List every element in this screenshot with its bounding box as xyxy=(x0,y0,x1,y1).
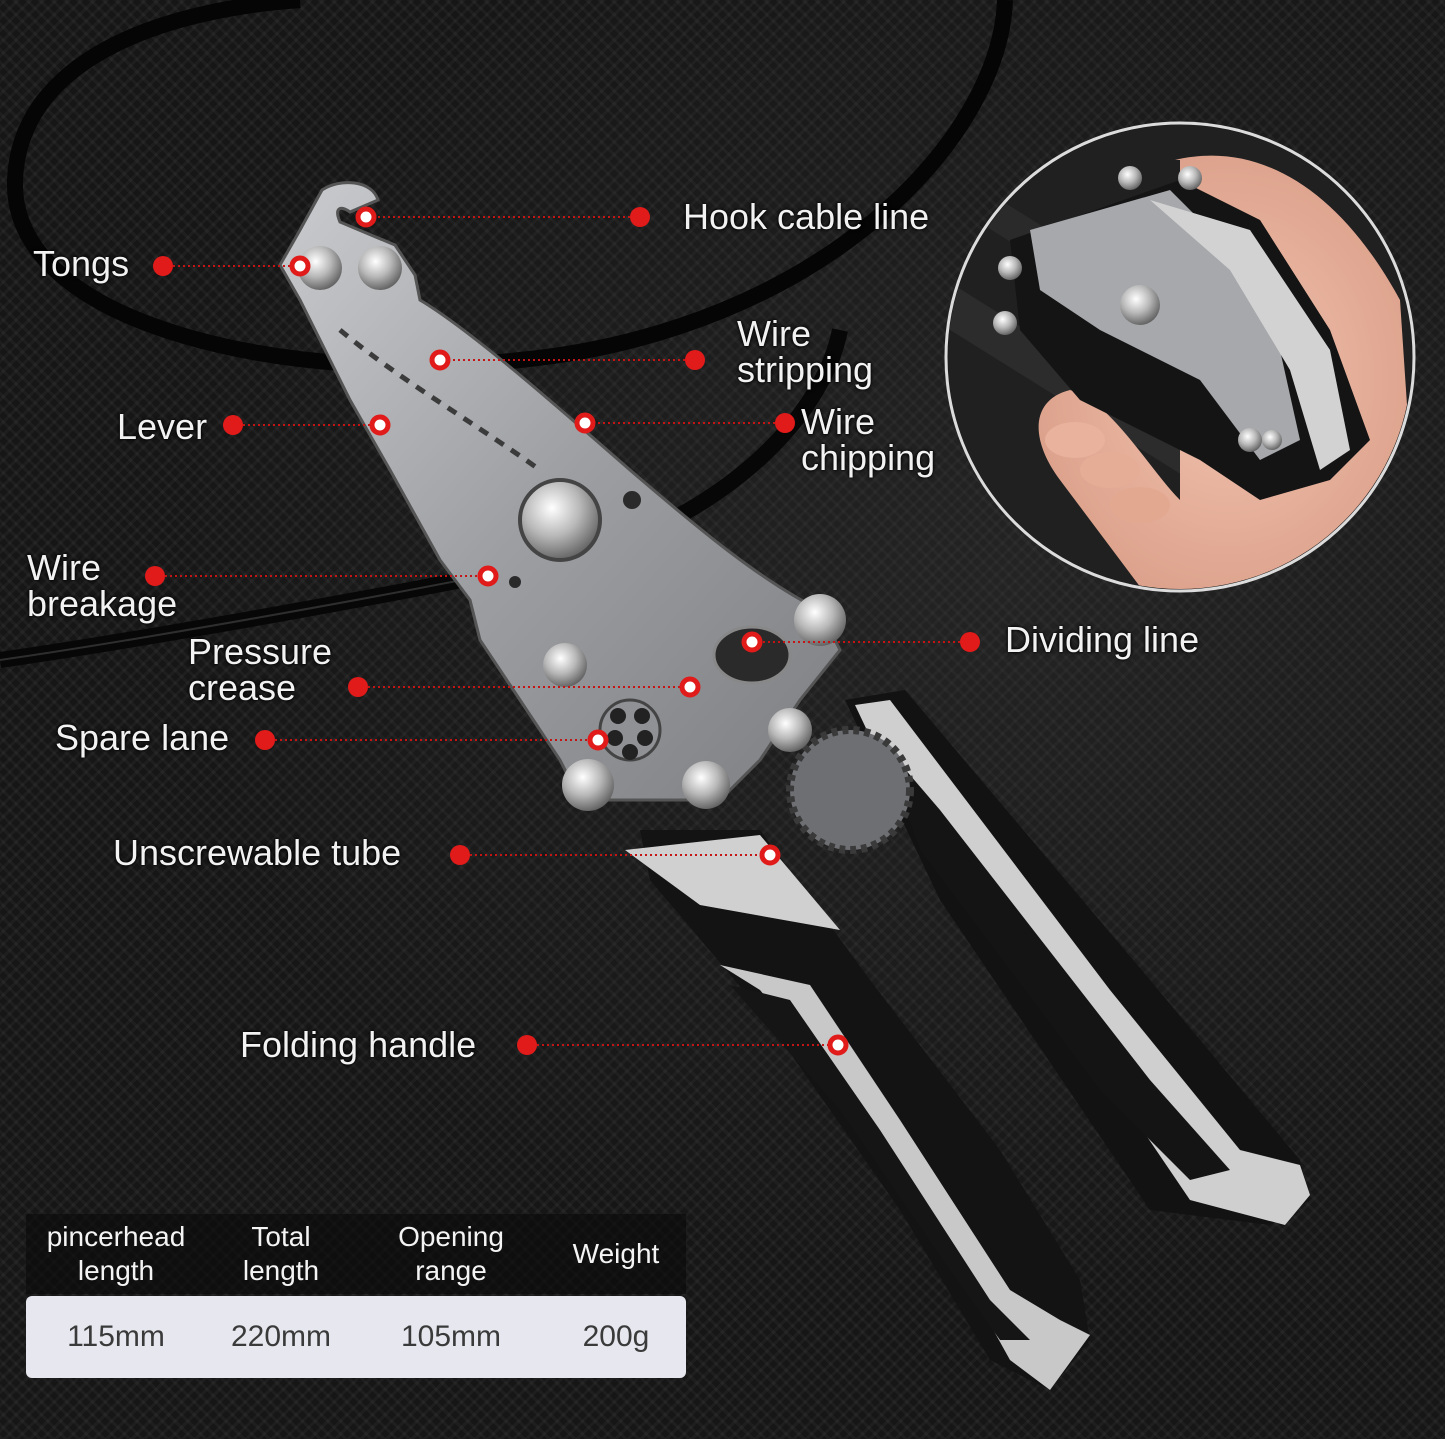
spec-header-text: Opening xyxy=(398,1221,504,1252)
spec-header-text: Total xyxy=(251,1221,311,1252)
label-wire-breakage-line1: Wire xyxy=(27,547,101,588)
lower-rivet xyxy=(682,761,730,809)
dividing-hole xyxy=(712,625,792,685)
spec-value-pincerhead-length: 115mm xyxy=(67,1320,165,1353)
callout-markers xyxy=(145,207,980,1055)
inset-photo xyxy=(944,121,1416,593)
lower-rivet xyxy=(562,759,614,811)
spare-lane-holes xyxy=(598,698,662,762)
label-pressure-crease-line2: crease xyxy=(188,667,297,708)
spring-bolt xyxy=(794,594,846,646)
label-lever: Lever xyxy=(117,406,208,447)
spec-value-weight: 200g xyxy=(582,1320,650,1353)
right-handle-grip xyxy=(855,700,1310,1225)
label-wire-chipping: Wire chipping xyxy=(801,404,935,476)
roller-ball xyxy=(543,643,587,687)
ratchet-gear xyxy=(786,726,914,854)
label-wire-stripping: Wire stripping xyxy=(737,316,873,388)
label-tongs: Tongs xyxy=(33,243,130,284)
spec-header-text: range xyxy=(415,1255,487,1286)
head-rivet xyxy=(358,246,402,290)
spec-header-text: Weight xyxy=(572,1238,660,1269)
spec-header-weight: Weight xyxy=(546,1214,686,1294)
label-folding-handle: Folding handle xyxy=(240,1024,477,1065)
callout-leaders xyxy=(155,216,970,1046)
spec-value-opening-range: 105mm xyxy=(400,1320,502,1353)
label-spare-lane: Spare lane xyxy=(55,717,230,758)
spec-header-text: length xyxy=(77,1255,155,1286)
pivot-bolt xyxy=(518,478,602,562)
label-wire-stripping-line2: stripping xyxy=(737,349,874,390)
label-wire-stripping-line1: Wire xyxy=(737,313,811,354)
label-wire-chipping-line2: chipping xyxy=(801,437,936,478)
label-pressure-crease: Pressure crease xyxy=(188,634,332,706)
callout-targets xyxy=(289,206,849,1056)
label-wire-breakage-line2: breakage xyxy=(27,583,178,624)
label-wire-chipping-line1: Wire xyxy=(801,401,875,442)
label-dividing-line: Dividing line xyxy=(1005,619,1200,660)
spec-value-total-length: 220mm xyxy=(230,1320,332,1353)
spec-header-text: pincerhead xyxy=(46,1221,186,1252)
label-pressure-crease-line1: Pressure xyxy=(188,631,333,672)
spec-table-row: 115mm 220mm 105mm 200g xyxy=(26,1296,686,1378)
label-wire-breakage: Wire breakage xyxy=(27,550,177,622)
spec-header-text: length xyxy=(242,1255,320,1286)
black-cable xyxy=(6,0,1013,374)
left-handle-grip xyxy=(625,835,840,930)
head-rivet xyxy=(298,246,342,290)
lower-rivet xyxy=(768,708,812,752)
label-unscrewable-tube: Unscrewable tube xyxy=(113,832,402,873)
label-hook-cable-line: Hook cable line xyxy=(683,196,930,237)
